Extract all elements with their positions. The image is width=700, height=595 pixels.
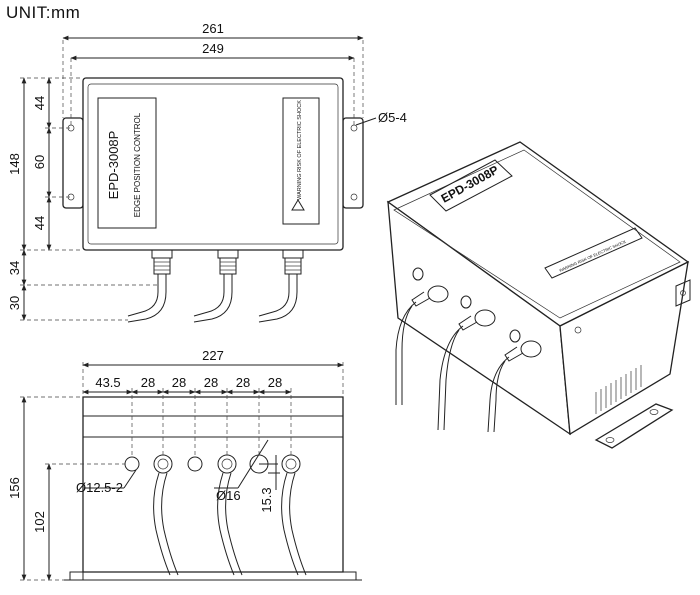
top-view: EPD-3008P EDGE POSITION CONTROL WARNING … [7, 21, 407, 323]
dim-front-height: 156 [7, 477, 22, 499]
front-view: 227 43.5 28 28 28 28 28 156 102 Ø12.5-2 [7, 348, 362, 581]
dim-hole: Ø5-4 [378, 110, 407, 125]
iso-mount-tab [675, 279, 691, 307]
dim-pitch: 28 [172, 375, 186, 390]
dim-body-width: 249 [202, 41, 224, 56]
dim-pitch: 28 [268, 375, 282, 390]
dim-h-top: 44 [32, 96, 47, 110]
dim-total-height: 148 [7, 153, 22, 175]
warning-label [282, 97, 320, 225]
dim-front-width: 227 [202, 348, 224, 363]
mount-hole [350, 193, 358, 201]
iso-hole [509, 329, 521, 343]
cable-connector [127, 249, 173, 323]
subtitle-label-text: EDGE POSITION CONTROL [133, 112, 142, 217]
cable [281, 472, 299, 576]
dim-h-mid: 60 [32, 155, 47, 169]
dim-small-hole: Ø12.5-2 [76, 480, 123, 495]
iso-connector [487, 340, 542, 433]
dim-offset: 43.5 [95, 375, 120, 390]
iso-warning-label [544, 227, 643, 279]
enclosure-inner-edge [87, 83, 339, 245]
hole-leader [355, 117, 377, 126]
dim-connector: 34 [7, 261, 22, 275]
small-hole [187, 456, 203, 472]
dim-overall-width: 261 [202, 21, 224, 36]
warning-triangle-icon [291, 199, 305, 211]
model-label-plate [97, 97, 157, 229]
cable-connector [193, 249, 239, 323]
warning-label-text: WARNING RISK OF ELECTRIC SHOCK [297, 100, 303, 200]
unit-label: UNIT:mm [6, 3, 81, 22]
cable [217, 472, 235, 576]
small-hole-leader [123, 469, 137, 489]
dim-cable: 30 [7, 296, 22, 310]
iso-hole [412, 267, 424, 281]
enclosure-top [82, 77, 344, 251]
iso-connector [395, 285, 449, 405]
dim-pitch: 28 [141, 375, 155, 390]
iso-connector [437, 309, 496, 431]
big-hole-leader [237, 439, 269, 489]
iso-side-face [559, 260, 689, 436]
isometric-view: EPD-3008P WARNING RISK OF ELECTRIC SHOCK [386, 141, 691, 449]
dim-big-hole: Ø16 [216, 488, 241, 503]
dim-hole-height: 102 [32, 511, 47, 533]
dim-h-bot: 44 [32, 216, 47, 230]
model-label-text: EPD-3008P [106, 131, 121, 200]
iso-hole [460, 295, 472, 309]
iso-mount-flange [594, 403, 674, 449]
cable-connector [258, 249, 304, 323]
iso-model-label [429, 159, 513, 212]
dim-pitch: 28 [204, 375, 218, 390]
iso-vent-grille [595, 365, 642, 414]
dim-pitch: 28 [236, 375, 250, 390]
cable [153, 472, 171, 576]
dim-gap: 15.3 [259, 487, 274, 512]
